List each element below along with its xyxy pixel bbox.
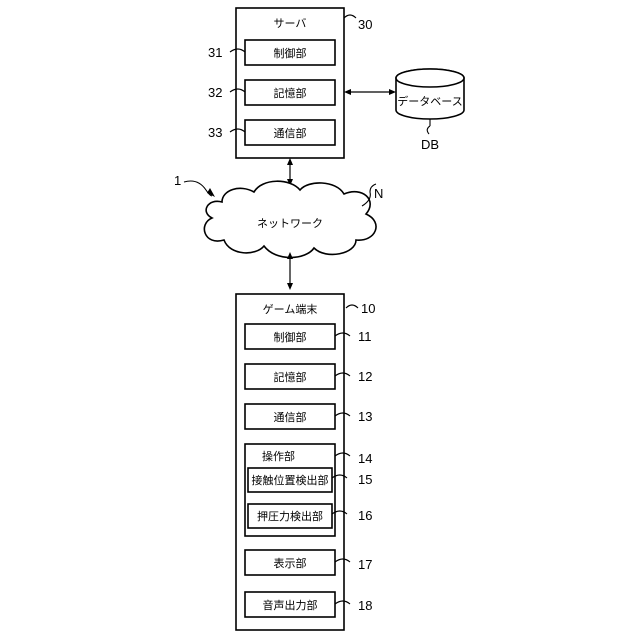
contact-detector-ref: 15 xyxy=(358,472,372,487)
server-leader xyxy=(344,15,356,18)
terminal-control-label: 制御部 xyxy=(274,330,307,344)
server-ref: 30 xyxy=(358,17,372,32)
database-label: データベース xyxy=(397,94,462,108)
terminal-control-ref: 11 xyxy=(358,329,372,344)
server-storage-ref: 32 xyxy=(208,85,222,100)
display-ref: 17 xyxy=(358,557,372,572)
network-terminal-link xyxy=(287,252,293,290)
server-title: サーバ xyxy=(274,17,307,30)
terminal-storage-ref: 12 xyxy=(358,369,372,384)
operation-ref: 14 xyxy=(358,451,372,466)
audio-ref: 18 xyxy=(358,598,372,613)
display-label: 表示部 xyxy=(274,556,307,570)
terminal-comm-ref: 13 xyxy=(358,409,372,424)
system-ref-arrow xyxy=(184,181,215,197)
terminal-title: ゲーム端末 xyxy=(263,302,318,316)
server-control-label: 制御部 xyxy=(274,46,307,60)
terminal-comm-label: 通信部 xyxy=(274,410,307,424)
server-comm-ref: 33 xyxy=(208,125,222,140)
pressure-detector-ref: 16 xyxy=(358,508,372,523)
database-leader-curl xyxy=(427,126,430,134)
network-label: ネットワーク xyxy=(257,217,323,230)
server-control-ref: 31 xyxy=(208,45,222,60)
contact-detector-label: 接触位置検出部 xyxy=(252,473,329,487)
database-ref: DB xyxy=(421,137,439,152)
server-comm-label: 通信部 xyxy=(274,126,307,140)
network-ref: N xyxy=(374,186,383,201)
operation-label: 操作部 xyxy=(262,449,295,463)
audio-label: 音声出力部 xyxy=(263,598,318,612)
terminal-storage-label: 記憶部 xyxy=(274,370,307,384)
database-cylinder xyxy=(396,69,464,119)
terminal-ref: 10 xyxy=(361,301,375,316)
pressure-detector-label: 押圧力検出部 xyxy=(257,509,323,523)
system-ref: 1 xyxy=(174,173,181,188)
server-db-link xyxy=(344,89,396,95)
server-storage-label: 記憶部 xyxy=(274,86,307,100)
terminal-leader xyxy=(346,305,358,308)
